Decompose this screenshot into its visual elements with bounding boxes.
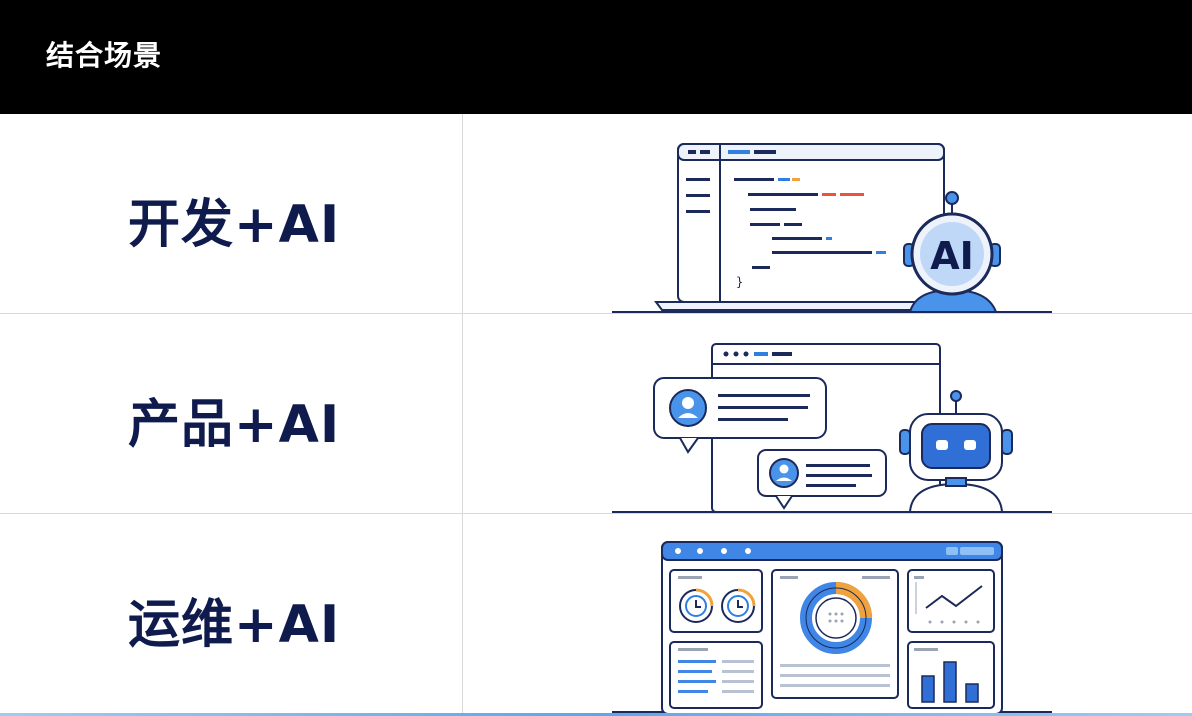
- column-divider: [462, 114, 463, 716]
- ops-dashboard-illustration: [612, 541, 1052, 714]
- row-divider: [0, 313, 1192, 314]
- scenario-label-ops: 运维+AI: [128, 595, 341, 655]
- page-title: 结合场景: [46, 39, 163, 72]
- header-bar: 结合场景: [0, 0, 1192, 114]
- product-chat-robot-illustration: [612, 343, 1052, 513]
- scenario-label-dev: 开发+AI: [128, 195, 341, 255]
- scenario-grid: 开发+AI } AI 产品+AI: [0, 114, 1192, 716]
- bottom-accent-bar: [0, 713, 1192, 716]
- developer-laptop-robot-illustration: } AI: [612, 143, 1052, 313]
- ai-badge-text: AI: [930, 234, 974, 278]
- svg-text:}: }: [736, 275, 743, 289]
- scenario-label-product: 产品+AI: [128, 395, 341, 455]
- row-divider: [0, 513, 1192, 514]
